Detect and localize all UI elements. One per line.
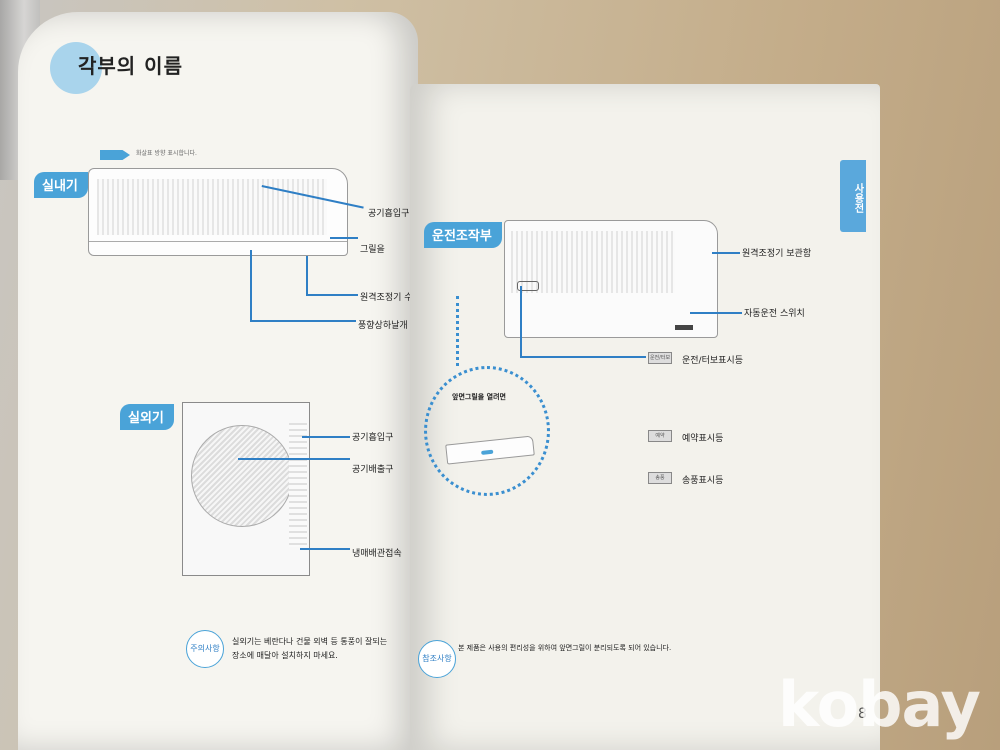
hand-icon: [481, 449, 494, 455]
caution-icon: 주의사항: [186, 630, 224, 668]
fan-badge: 송풍: [648, 472, 672, 484]
outdoor-label-air-exhaust: 공기배출구: [352, 465, 394, 475]
callout-connector: [456, 296, 462, 366]
indicator-panel: [517, 281, 539, 291]
indoor-label-remote: 원격조정기 수: [360, 293, 413, 303]
caution-text-line2: 장소에 매달아 설치하지 마세요.: [232, 651, 338, 660]
caution-text-line1: 실외기는 베란다나 건물 외벽 등 통풍이 잘되는: [232, 637, 388, 646]
indoor-unit: [88, 168, 348, 256]
leader-line: [520, 356, 646, 358]
leader-line: [712, 252, 740, 254]
label-remote-holder: 원격조정기 보관함: [742, 249, 812, 259]
leader-line: [300, 548, 350, 550]
leader-line: [306, 294, 358, 296]
indoor-grille: [97, 179, 327, 235]
leader-line: [306, 256, 308, 296]
leader-line: [690, 312, 742, 314]
reference-text: 본 제품은 사용의 편리성을 위하여 앞면그릴이 분리되도록 되어 있습니다.: [458, 644, 672, 652]
callout-title: 앞면그릴을 열려면: [452, 393, 506, 401]
arrow-note: 화살표 방향 표시합니다.: [136, 150, 197, 157]
leader-line: [520, 286, 522, 358]
page-number: 8: [858, 706, 867, 722]
indoor-heading: 실내기: [34, 172, 88, 198]
watermark-logo: kobay: [778, 668, 981, 741]
outdoor-label-air-intake: 공기흡입구: [352, 433, 394, 443]
label-fan: 송풍표시등: [682, 476, 724, 486]
leader-line: [302, 436, 350, 438]
leader-line: [238, 458, 350, 460]
indoor-label-louver: 풍향상하날개: [358, 321, 408, 331]
leader-line: [250, 250, 252, 322]
outdoor-fan-grille: [191, 425, 293, 527]
callout-circle: [424, 366, 550, 496]
indoor-bottom-edge: [89, 241, 347, 242]
label-run-turbo: 운전/터보표시등: [682, 356, 743, 366]
outdoor-heading: 실외기: [120, 404, 174, 430]
reference-icon: 참조사항: [418, 640, 456, 678]
control-unit: [504, 220, 718, 338]
indoor-label-air-intake: 공기흡입구: [368, 209, 410, 219]
label-auto-switch: 자동운전 스위치: [744, 309, 805, 319]
side-tab: 사용전: [840, 160, 866, 232]
page-title: 각부의 이름: [78, 54, 183, 78]
run-turbo-badge: 운전/터보: [648, 352, 672, 364]
leader-line: [330, 237, 358, 239]
reserve-badge: 예약: [648, 430, 672, 442]
leader-line: [250, 320, 356, 322]
title-decoration: [50, 42, 102, 94]
left-page: [18, 12, 418, 750]
control-heading: 운전조작부: [424, 222, 502, 248]
indoor-label-grill: 그릴을: [360, 245, 385, 255]
label-reserve: 예약표시등: [682, 434, 724, 444]
outdoor-label-pipe: 냉매배관접속: [352, 549, 402, 559]
outdoor-unit: [182, 402, 310, 576]
auto-switch-button: [675, 325, 693, 330]
arrow-icon: [100, 150, 130, 160]
outdoor-side-vent: [289, 423, 307, 547]
